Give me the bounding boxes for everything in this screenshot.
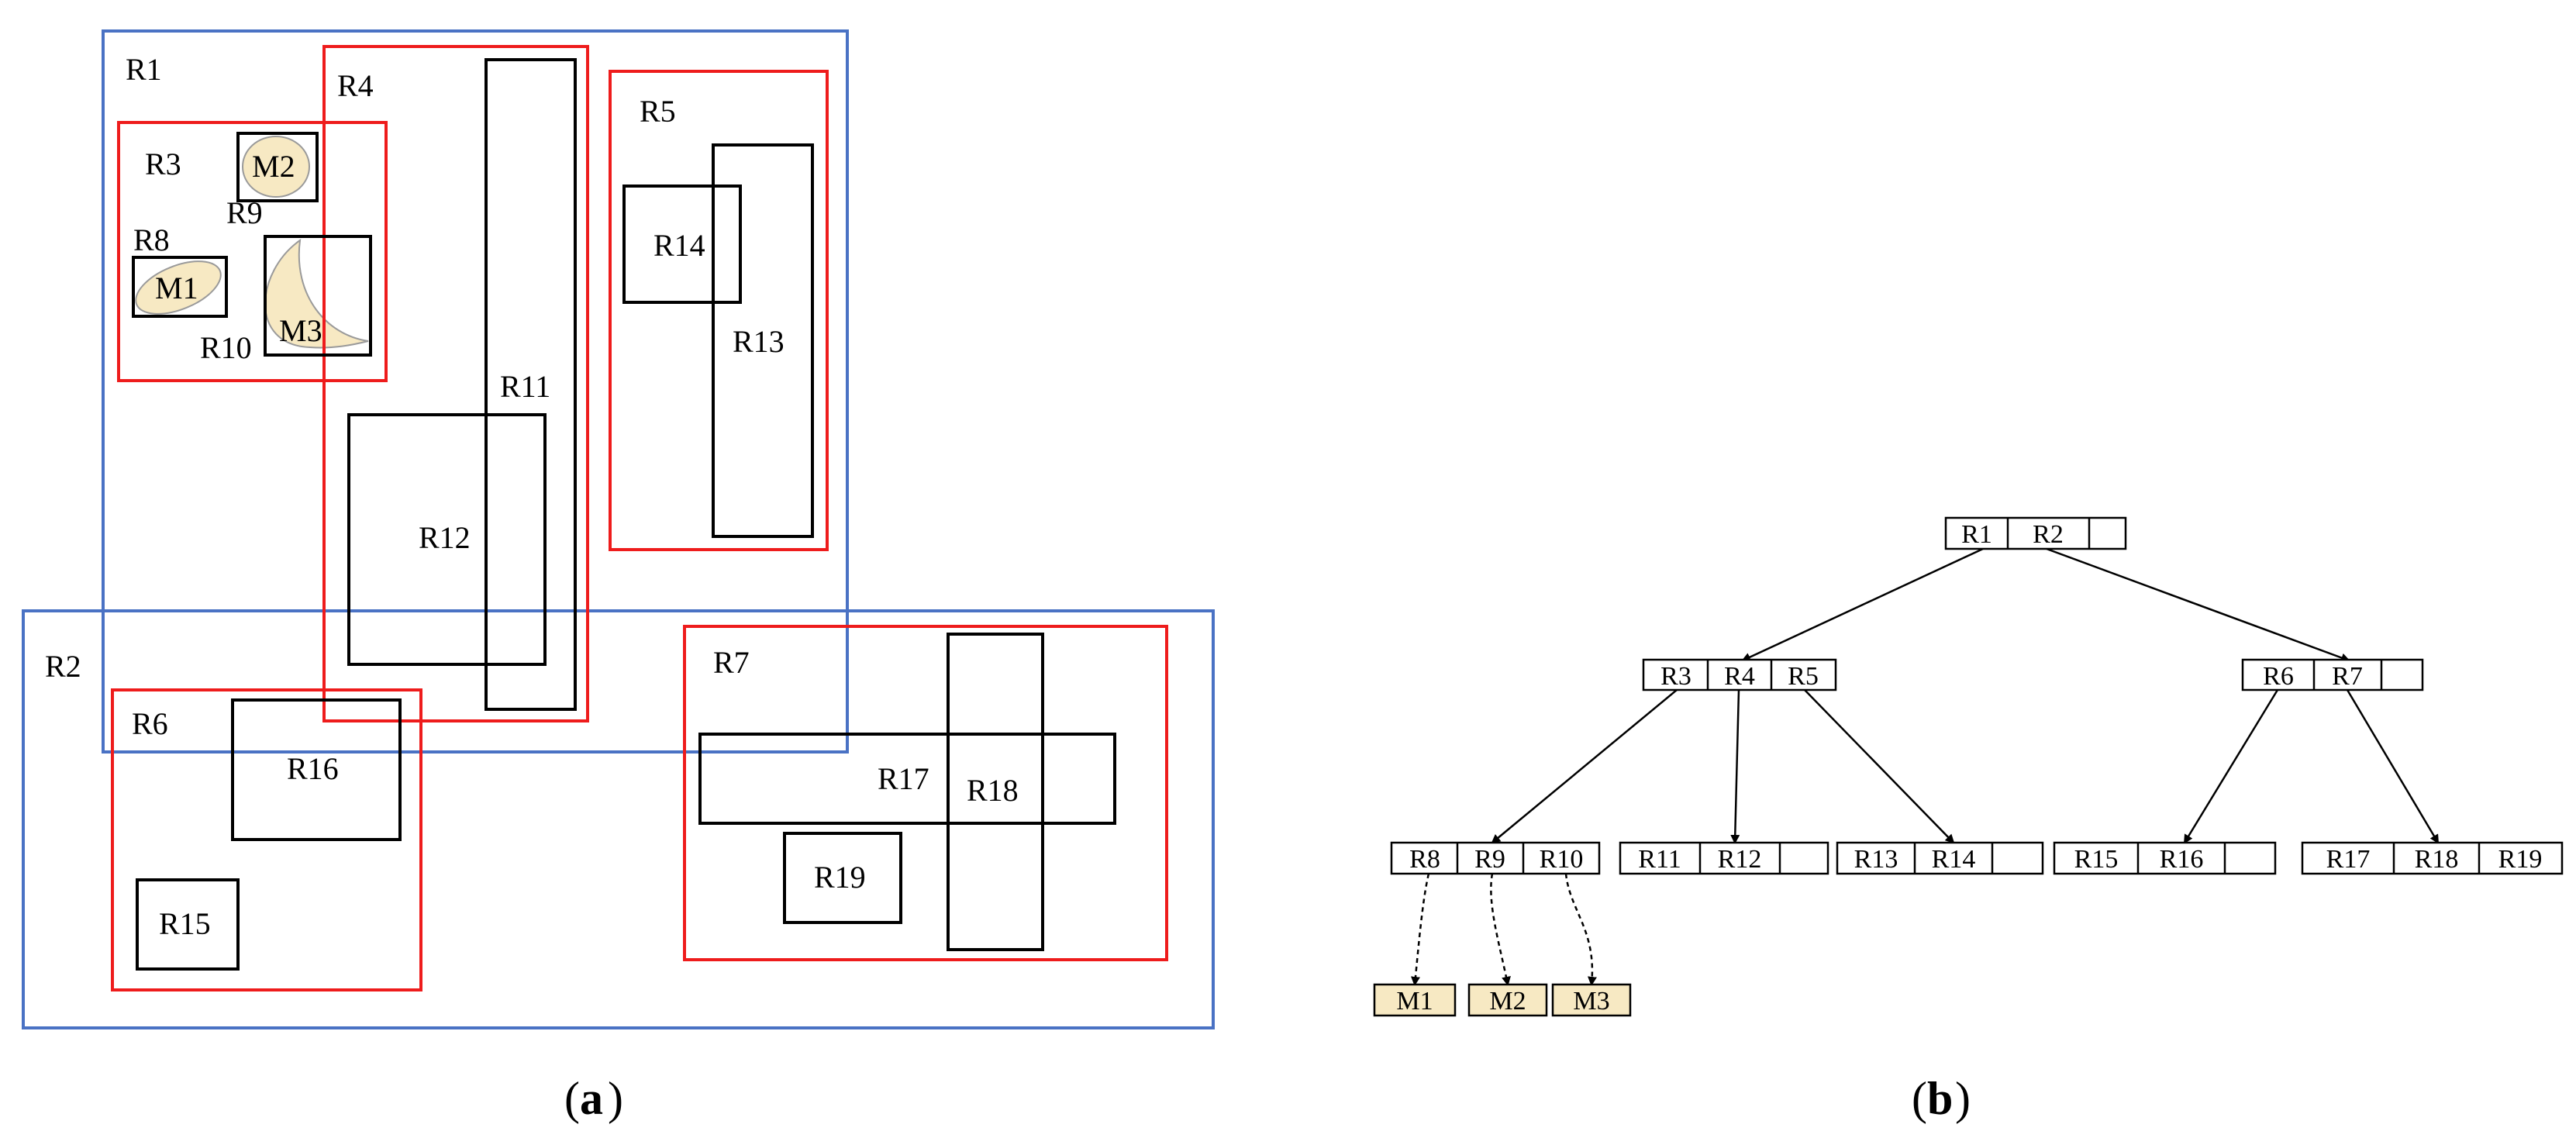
tree-node-entry: R7 [2332,662,2363,691]
tree-object-m3: M3 [1551,983,1632,1017]
tree-node-entry: R8 [1409,845,1440,874]
tree-node-entry: R18 [2415,845,2459,874]
label-r4: R4 [337,68,374,103]
tree-object-label: M1 [1396,987,1433,1016]
panel-b-tree: R1 R2 R3 R4 R5 R6 R7 R8 R9 [1373,516,2564,1017]
tree-leaf-node-2: R11 R12 [1619,841,1829,875]
tree-node-entry: R1 [1961,520,1992,549]
edge-root-right [2046,547,2350,663]
region-r15 [136,878,240,971]
tree-node-entry: R12 [1718,845,1762,874]
edge-r5 [1804,689,1955,844]
region-r11 [485,58,577,711]
tree-leaf-node-5: R17 R18 R19 [2301,841,2564,875]
region-r18 [947,633,1044,951]
label-r16: R16 [287,751,339,786]
tree-node-entry: R2 [2033,520,2064,549]
edge-root-left [1741,547,1984,662]
label-m2: M2 [252,149,295,184]
region-r17 [698,733,1116,825]
label-r1: R1 [126,52,162,87]
region-r4 [322,45,589,722]
tree-node-entry: R15 [2074,845,2119,874]
tree-node-entry: R14 [1932,845,1976,874]
tree-node-entry: R19 [2498,845,2543,874]
region-r8 [132,256,228,318]
region-r5 [609,70,829,551]
region-r6 [111,688,422,991]
label-r15: R15 [159,906,211,941]
region-r1 [102,29,849,753]
label-r14: R14 [653,228,705,263]
tree-node-entry: R5 [1788,662,1819,691]
region-r14 [622,184,742,304]
tree-node-root: R1 R2 [1944,516,2127,550]
object-m2-shape [242,136,310,198]
tree-object-label: M2 [1489,987,1526,1016]
svg-text:): ) [1955,1073,1971,1124]
label-r9: R9 [226,195,263,230]
tree-object-m2: M2 [1467,983,1548,1017]
label-m3: M3 [279,313,322,348]
caption-a: ( a ) [564,1073,623,1124]
tree-node-level1-left: R3 R4 R5 [1642,658,1837,691]
tree-leaf-node-3: R13 R14 [1836,841,2044,875]
tree-node-entry: R11 [1638,845,1681,874]
region-r3 [117,121,388,382]
edge-r3 [1491,689,1678,844]
caption-a-letter: a [580,1073,603,1124]
tree-object-m1: M1 [1373,983,1457,1017]
edge-r8-m1 [1411,873,1430,986]
region-r9 [236,132,319,202]
label-r17: R17 [878,761,929,796]
tree-node-entry: R17 [2326,845,2371,874]
tree-node-entry: R3 [1660,662,1691,691]
svg-text:(: ( [564,1073,580,1124]
edge-r6 [2183,689,2279,844]
region-r19 [783,832,902,924]
edge-r9-m2 [1490,873,1511,986]
edge-r7 [2346,689,2440,844]
tree-node-entry: R4 [1724,662,1755,691]
tree-node-entry: R13 [1854,845,1898,874]
tree-node-entry: R16 [2160,845,2204,874]
caption-b: ( b ) [1912,1073,1971,1124]
label-r5: R5 [640,94,676,129]
label-r12: R12 [419,520,471,555]
edge-r10-m3 [1564,873,1597,986]
svg-text:): ) [608,1073,623,1124]
tree-node-entry: R10 [1540,845,1584,874]
label-r19: R19 [814,860,866,895]
svg-text:(: ( [1912,1073,1927,1124]
panel-a-spatial-layout: R1 R2 R3 R4 R5 R6 R7 R8 R9 R10 R11 R12 R… [22,29,1215,1029]
label-r7: R7 [713,645,750,680]
label-r3: R3 [145,147,181,181]
label-r13: R13 [733,324,785,359]
label-r8: R8 [133,222,170,257]
region-r13 [712,143,814,538]
label-r6: R6 [132,706,168,741]
region-r16 [231,698,402,841]
tree-node-entry: R9 [1474,845,1505,874]
tree-node-entry: R6 [2263,662,2294,691]
region-r7 [683,625,1168,961]
tree-node-level1-right: R6 R7 [2241,658,2424,691]
label-r18: R18 [967,773,1019,808]
label-m1: M1 [155,271,198,305]
tree-leaf-node-4: R15 R16 [2053,841,2277,875]
object-m1-shape [135,260,222,315]
edge-r4 [1730,689,1740,844]
tree-leaf-node-1: R8 R9 R10 [1390,841,1601,875]
label-r10: R10 [200,330,252,365]
label-r11: R11 [500,369,550,404]
label-r2: R2 [45,649,81,684]
region-r2 [22,609,1215,1029]
region-r10 [264,235,372,357]
caption-b-letter: b [1927,1073,1953,1124]
region-r12 [347,413,547,666]
tree-object-label: M3 [1573,987,1609,1016]
